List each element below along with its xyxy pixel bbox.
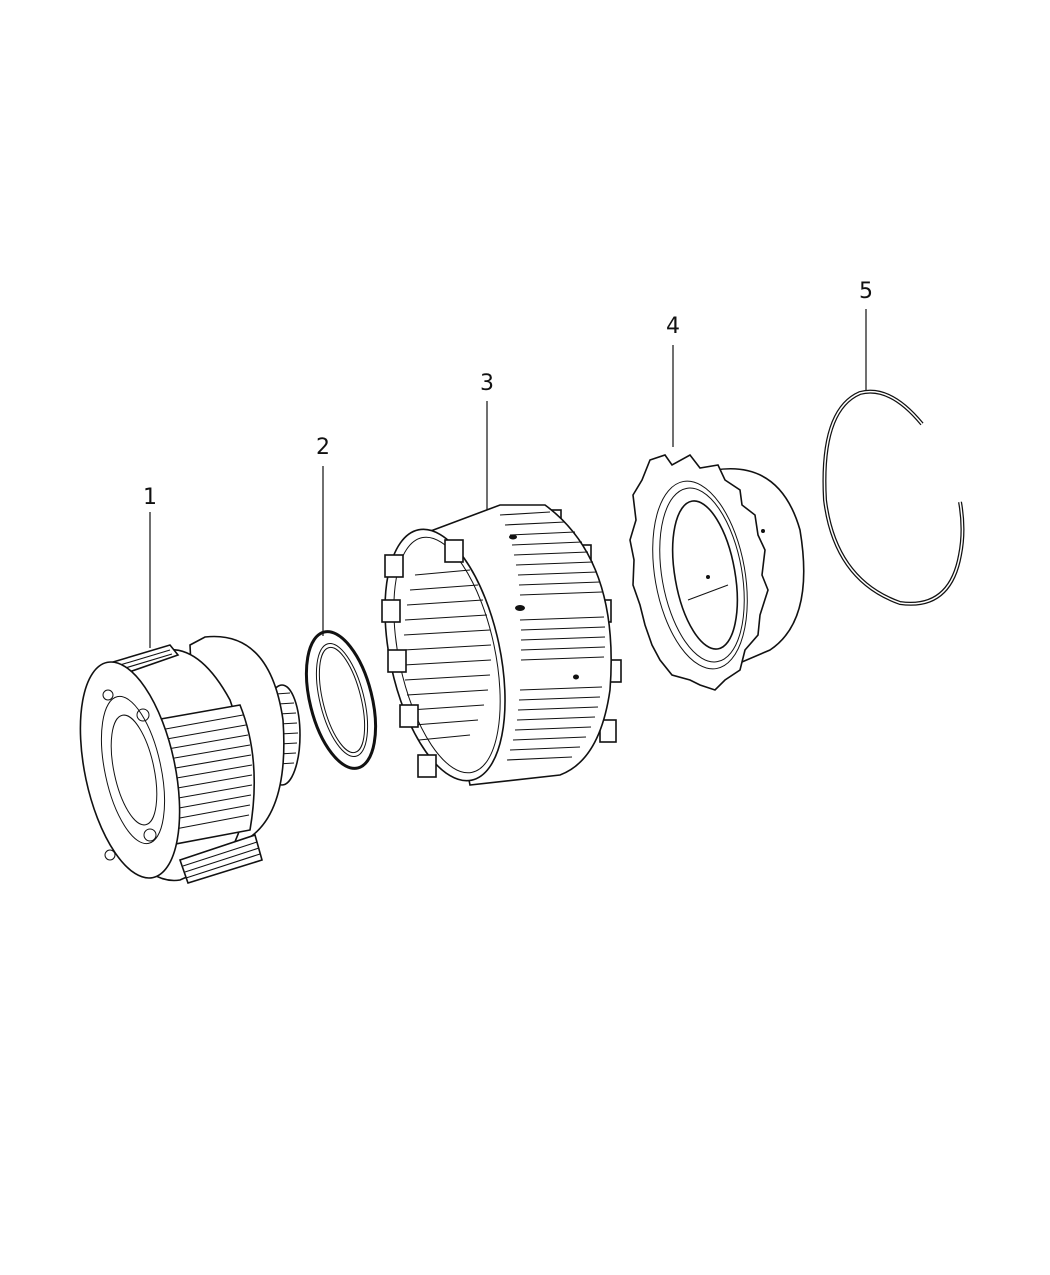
part-5-snap-ring[interactable] — [822, 389, 965, 606]
callout-label-4[interactable]: 4 — [666, 314, 680, 339]
callout-label-1[interactable]: 1 — [143, 485, 157, 510]
part-4-piston-retainer[interactable] — [629, 453, 805, 691]
callout-label-2[interactable]: 2 — [316, 435, 330, 460]
part-1-planetary-carrier[interactable] — [63, 635, 301, 886]
callout-label-5[interactable]: 5 — [859, 279, 873, 304]
part-2-thrust-washer[interactable] — [294, 625, 388, 776]
part-3-clutch-drum[interactable] — [365, 504, 622, 792]
callout-label-3[interactable]: 3 — [480, 371, 494, 396]
